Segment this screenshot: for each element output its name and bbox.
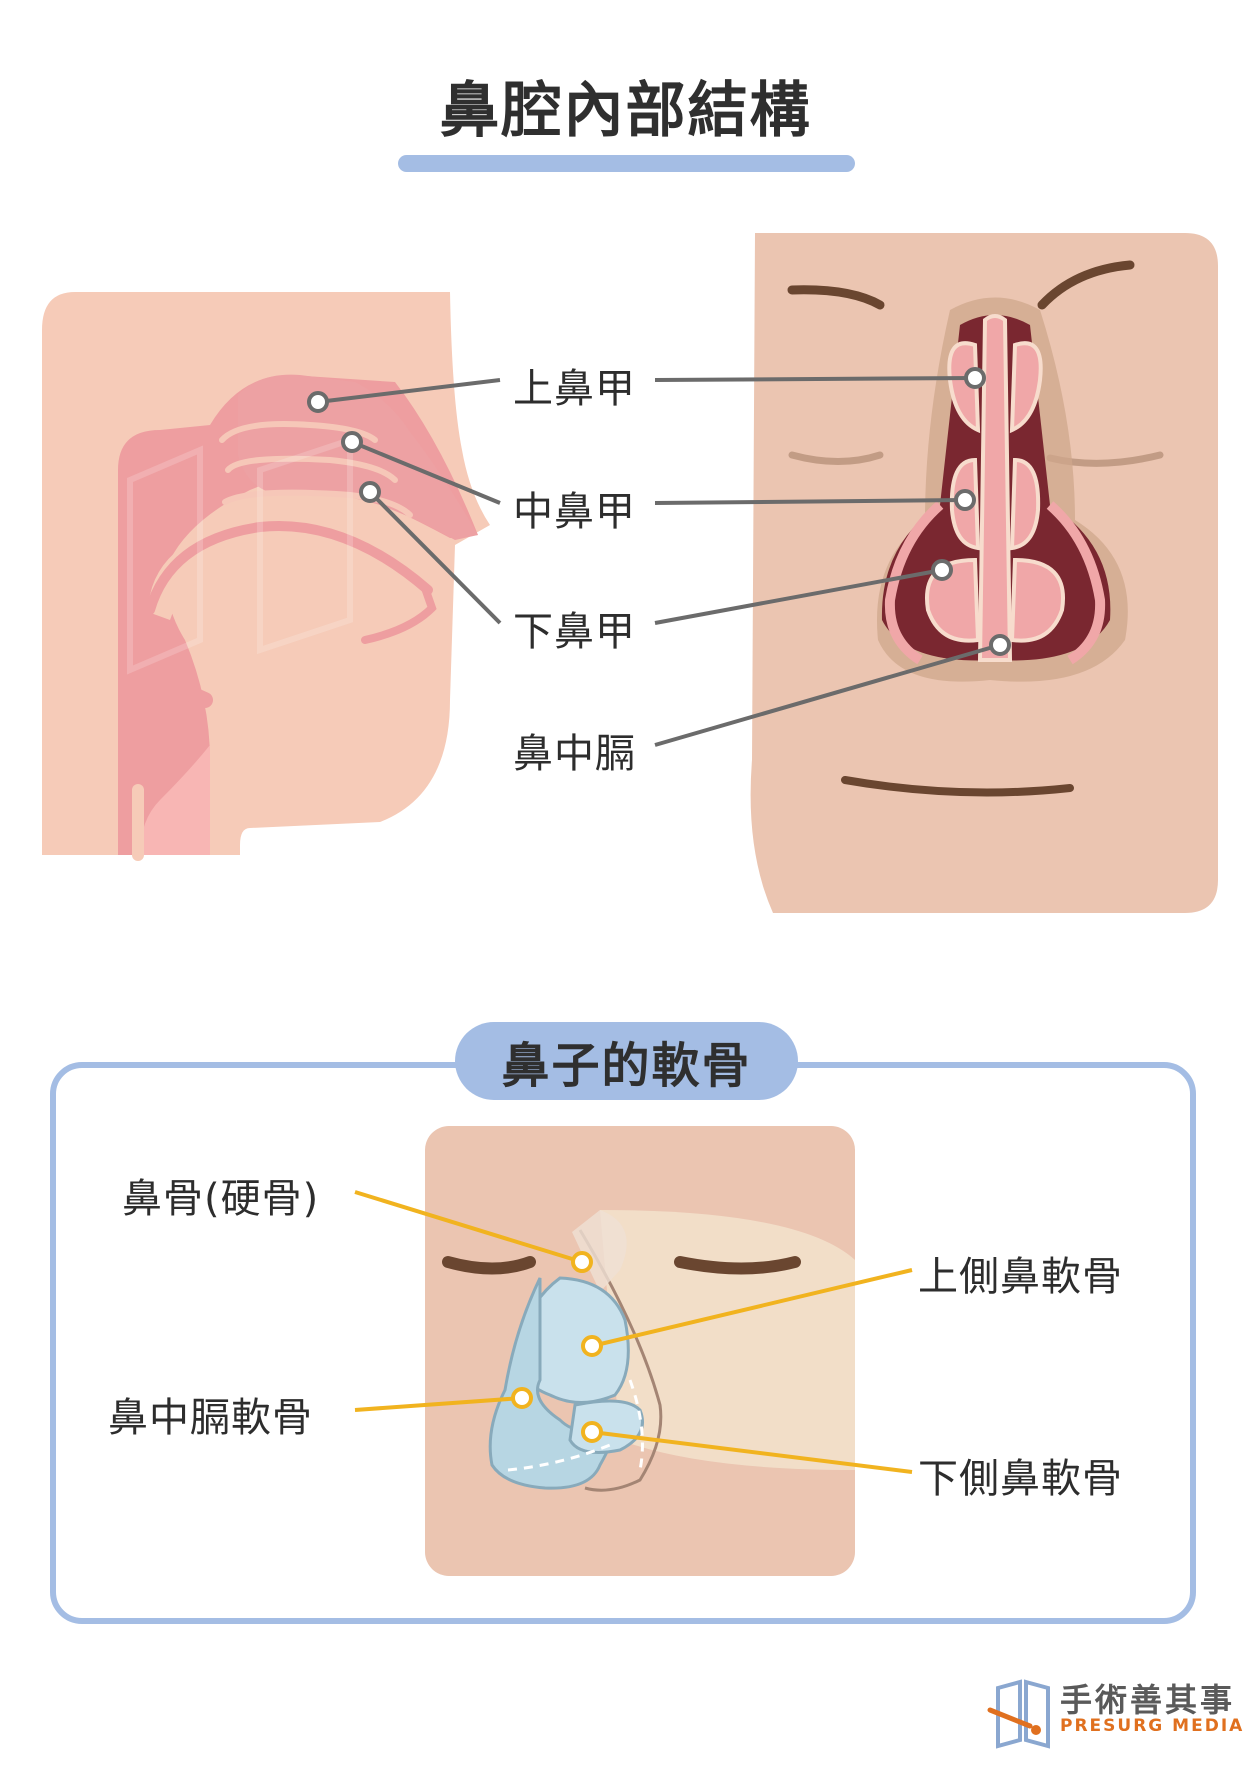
cartilage-view (425, 1126, 855, 1576)
coronal-view (750, 233, 1218, 913)
leader-dots-section2 (511, 1251, 603, 1443)
title-underline (398, 155, 855, 172)
cartilage-section-heading: 鼻子的軟骨 (455, 1022, 798, 1100)
leader-lines-section2 (354, 1190, 913, 1474)
brand-logo-icon (987, 1679, 1050, 1749)
label-lower-lateral-cartilage: 下側鼻軟骨 (918, 1456, 1123, 1502)
label-middle-turbinate: 中鼻甲 (513, 489, 636, 535)
label-superior-turbinate: 上鼻甲 (513, 366, 636, 412)
page-title: 鼻腔內部結構 (439, 76, 812, 146)
label-upper-lateral-cartilage: 上側鼻軟骨 (918, 1254, 1123, 1300)
sagittal-view (42, 292, 490, 861)
label-septal-cartilage: 鼻中膈軟骨 (108, 1395, 313, 1441)
brand-name-en: PRESURG MEDIA (1060, 1716, 1245, 1736)
label-nasal-septum: 鼻中膈 (513, 731, 636, 777)
label-nasal-bone: 鼻骨(硬骨) (122, 1176, 320, 1222)
leader-lines-section1 (317, 376, 1001, 747)
leader-dots-section1 (307, 367, 1011, 656)
label-inferior-turbinate: 下鼻甲 (513, 609, 636, 655)
brand-name-cn: 手術善其事 (1060, 1681, 1236, 1719)
